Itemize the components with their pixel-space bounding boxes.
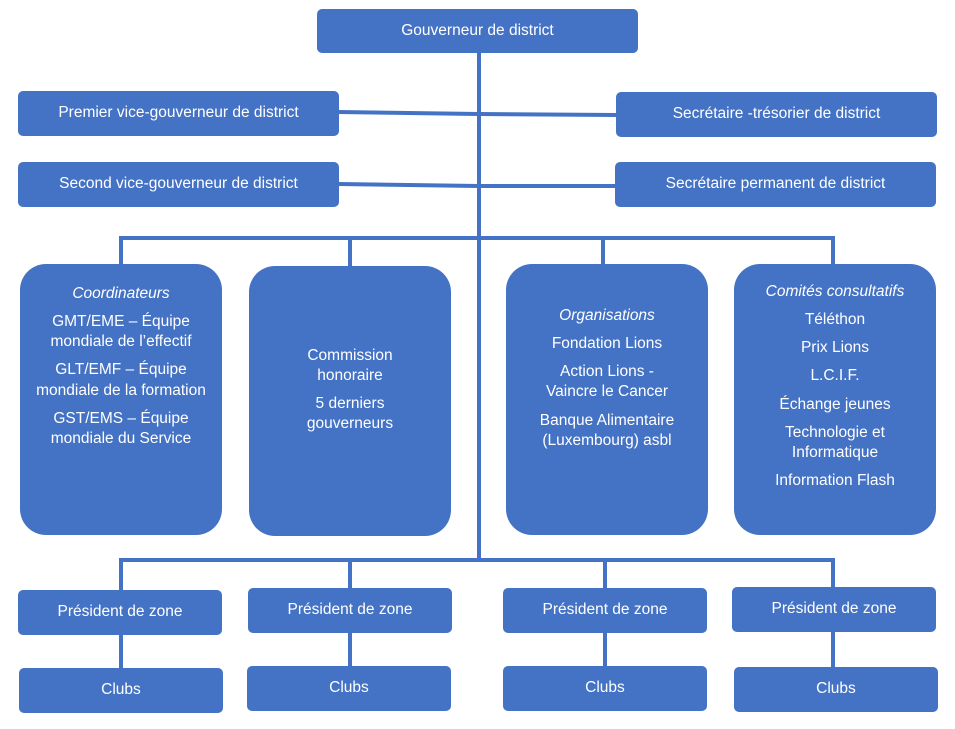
- committee-item: Information Flash: [775, 471, 895, 489]
- permanent-secretary-box: Secrétaire permanent de district: [615, 162, 936, 207]
- organisation-item: Banque Alimentaire (Luxembourg) asbl: [539, 411, 675, 449]
- committee-item: Téléthon: [804, 311, 866, 329]
- secretary-treasurer-box: Secrétaire -trésorier de district: [616, 92, 937, 137]
- clubs-box-4: Clubs: [734, 667, 938, 712]
- link-second-vice: [337, 182, 480, 188]
- organisation-item: Action Lions - Vaincre le Cancer: [545, 363, 669, 401]
- zone-president-box-1: Président de zone: [18, 590, 222, 635]
- clubs-box-1: Clubs: [19, 668, 223, 713]
- first-vice-governor-label: Premier vice-gouverneur de district: [58, 104, 299, 122]
- governor-box: Gouverneur de district: [317, 9, 638, 53]
- link-secretary-treasurer: [478, 112, 618, 117]
- zone-president-box-4: Président de zone: [732, 587, 936, 632]
- organisations-box: Organisations Fondation Lions Action Lio…: [506, 264, 708, 535]
- first-vice-governor-box: Premier vice-gouverneur de district: [18, 91, 339, 136]
- clubs-label: Clubs: [585, 679, 625, 697]
- permanent-secretary-label: Secrétaire permanent de district: [665, 175, 886, 193]
- coordinator-item: GLT/EMF – Équipe mondiale de la formatio…: [36, 361, 206, 399]
- advisory-committees-box: Comités consultatifs Téléthon Prix Lions…: [734, 264, 936, 535]
- secretary-treasurer-label: Secrétaire -trésorier de district: [672, 105, 881, 123]
- second-vice-governor-label: Second vice-gouverneur de district: [59, 175, 298, 193]
- zone-president-box-2: Président de zone: [248, 588, 452, 633]
- second-vice-governor-box: Second vice-gouverneur de district: [18, 162, 339, 207]
- zone-president-label: Président de zone: [287, 601, 413, 619]
- committee-item: Technologie et Informatique: [785, 423, 885, 461]
- clubs-box-3: Clubs: [503, 666, 707, 711]
- governor-label: Gouverneur de district: [401, 21, 554, 39]
- clubs-label: Clubs: [101, 681, 141, 699]
- honorary-item: Commission honoraire: [307, 347, 393, 385]
- clubs-box-2: Clubs: [247, 666, 451, 711]
- committees-heading: Comités consultatifs: [765, 283, 905, 300]
- committee-item: L.C.I.F.: [810, 367, 860, 385]
- coordinator-item: GMT/EME – Équipe mondiale de l’effectif: [50, 313, 192, 351]
- organisations-heading: Organisations: [559, 307, 655, 324]
- clubs-label: Clubs: [816, 680, 856, 698]
- zone-president-label: Président de zone: [542, 601, 668, 619]
- honorary-item: 5 derniers gouverneurs: [306, 395, 394, 433]
- clubs-label: Clubs: [329, 679, 369, 697]
- committee-item: Échange jeunes: [779, 395, 891, 413]
- zone-president-label: Président de zone: [57, 603, 183, 621]
- coordinators-heading: Coordinateurs: [72, 285, 170, 302]
- honorary-commission-box: Commission honoraire 5 derniers gouverne…: [249, 266, 451, 536]
- zone-president-box-3: Président de zone: [503, 588, 707, 633]
- link-first-vice: [337, 110, 480, 116]
- zone-president-label: Président de zone: [771, 600, 897, 618]
- organisation-item: Fondation Lions: [551, 335, 663, 353]
- coordinators-box: Coordinateurs GMT/EME – Équipe mondiale …: [20, 264, 222, 535]
- coordinator-item: GST/EMS – Équipe mondiale du Service: [50, 409, 192, 447]
- committee-item: Prix Lions: [800, 339, 870, 357]
